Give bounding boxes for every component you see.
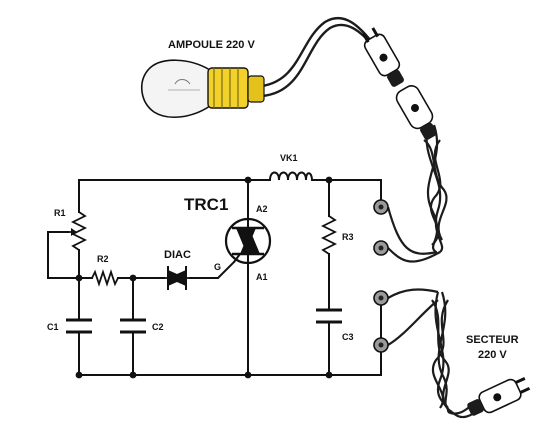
triac-trc1: TRC1 A2 A1 G	[184, 195, 272, 282]
diac: DIAC	[164, 249, 191, 290]
r2-label: R2	[97, 254, 109, 264]
mains-label-line1: SECTEUR	[466, 334, 519, 346]
mains-socket-icon	[395, 85, 437, 140]
capacitor-c2: C2	[120, 318, 164, 334]
mains-plug-icon[interactable]	[358, 25, 408, 90]
mains-label-line2: 220 V	[478, 349, 507, 361]
r3-label: R3	[342, 232, 354, 242]
c3-label: C3	[342, 332, 354, 342]
diac-label: DIAC	[164, 249, 191, 261]
lamp-label: AMPOULE 220 V	[168, 39, 255, 51]
screw-terminals	[373, 199, 389, 353]
capacitor-c1: C1	[47, 318, 92, 334]
c2-label: C2	[152, 322, 164, 332]
lower-twisted-cord	[387, 288, 485, 419]
terminal-screw-icon[interactable]	[373, 337, 389, 353]
a2-label: A2	[256, 204, 268, 214]
terminal-screw-icon[interactable]	[373, 199, 389, 215]
light-bulb-icon	[141, 59, 265, 119]
terminal-screw-icon[interactable]	[373, 290, 389, 306]
r1-label: R1	[54, 208, 66, 218]
lamp-assembly: AMPOULE 220 V	[141, 16, 377, 119]
vk1-label: VK1	[280, 153, 298, 163]
resistor-r2: R2	[91, 254, 119, 287]
lamp-cord-wire	[261, 23, 377, 98]
resistor-r3: R3	[320, 215, 354, 255]
lamp-cord-wire	[261, 16, 373, 88]
c1-label: C1	[47, 322, 59, 332]
junction-dots	[75, 176, 333, 379]
mains-plug-icon[interactable]	[465, 373, 532, 420]
capacitor-c3: C3	[316, 308, 354, 342]
potentiometer-r1: R1	[54, 208, 88, 251]
a1-label: A1	[256, 272, 268, 282]
triac-label: TRC1	[184, 195, 228, 214]
circuit-wires	[47, 179, 382, 376]
inductor-vk1: VK1	[269, 153, 313, 181]
gate-label: G	[214, 262, 221, 272]
upper-twisted-cord	[386, 124, 448, 263]
terminal-screw-icon[interactable]	[373, 240, 389, 256]
